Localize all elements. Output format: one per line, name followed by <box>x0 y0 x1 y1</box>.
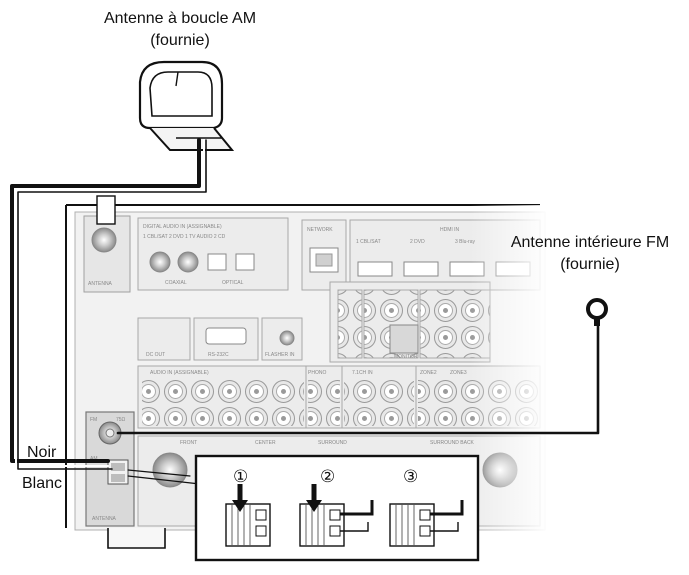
audio-in-label: AUDIO IN (ASSIGNABLE) <box>150 370 209 376</box>
rs232c-label: RS-232C <box>208 352 229 358</box>
am-antenna-title: Antenne à boucle AM <box>103 10 257 27</box>
black-wire-label: Noir <box>27 444 57 461</box>
preout-label: 7.1CH IN <box>352 370 373 376</box>
antenna-label-bottom: ANTENNA <box>92 516 117 522</box>
network-label: NETWORK <box>307 227 333 233</box>
antenna-label-top: ANTENNA <box>88 281 113 287</box>
fm-antenna-label: Antenne intérieure FM (fournie) <box>490 232 689 276</box>
am-antenna-stem <box>96 195 116 225</box>
zone3-label: ZONE3 <box>450 370 467 376</box>
fm-antenna-sub: (fournie) <box>560 256 620 273</box>
white-wire-label: Blanc <box>22 475 63 492</box>
terminal-clip-step1 <box>225 484 271 547</box>
step-1-marker: ① <box>233 467 248 487</box>
flasher-label: FLASHER IN <box>265 352 295 358</box>
monitor-label: MONITOR <box>394 354 418 360</box>
fm-indoor-antenna <box>586 298 608 326</box>
terminal-detail-box: ① ② ③ <box>194 454 480 562</box>
hdmi-src-1: 1 CBL/SAT <box>356 239 381 245</box>
speaker-sb-label: SURROUND BACK <box>430 440 475 446</box>
terminal-clip-step2 <box>299 484 374 547</box>
digital-audio-label: DIGITAL AUDIO IN (ASSIGNABLE) <box>143 224 222 230</box>
hdmi-src-3: 3 Blu-ray <box>455 239 476 245</box>
speaker-front-label: FRONT <box>180 440 197 446</box>
fm-ohm-label: 75Ω <box>116 417 126 423</box>
fm-antenna-title: Antenne intérieure FM <box>510 234 670 251</box>
cables <box>10 138 600 485</box>
am-antenna-label: Antenne à boucle AM (fournie) <box>60 8 300 52</box>
digital-sub-label: 1 CBL/SAT 2 DVD 1 TV AUDIO 2 CD <box>143 234 226 240</box>
hdmi-src-2: 2 DVD <box>410 239 425 245</box>
step-3-marker: ③ <box>403 467 418 487</box>
coaxial-label: COAXIAL <box>165 280 187 286</box>
zone2-label: ZONE2 <box>420 370 437 376</box>
dc-out-label: DC OUT <box>146 352 165 358</box>
fm-terminal-label: FM <box>90 417 97 423</box>
am-antenna-sub: (fournie) <box>150 32 210 49</box>
speaker-surround-label: SURROUND <box>318 440 347 446</box>
phono-label: PHONO <box>308 370 326 376</box>
step-2-marker: ② <box>320 467 335 487</box>
hdmi-in-label: HDMI IN <box>440 227 460 233</box>
am-loop-antenna <box>138 60 235 151</box>
optical-label: OPTICAL <box>222 280 244 286</box>
speaker-center-label: CENTER <box>255 440 276 446</box>
terminal-clip-step3 <box>389 500 464 547</box>
